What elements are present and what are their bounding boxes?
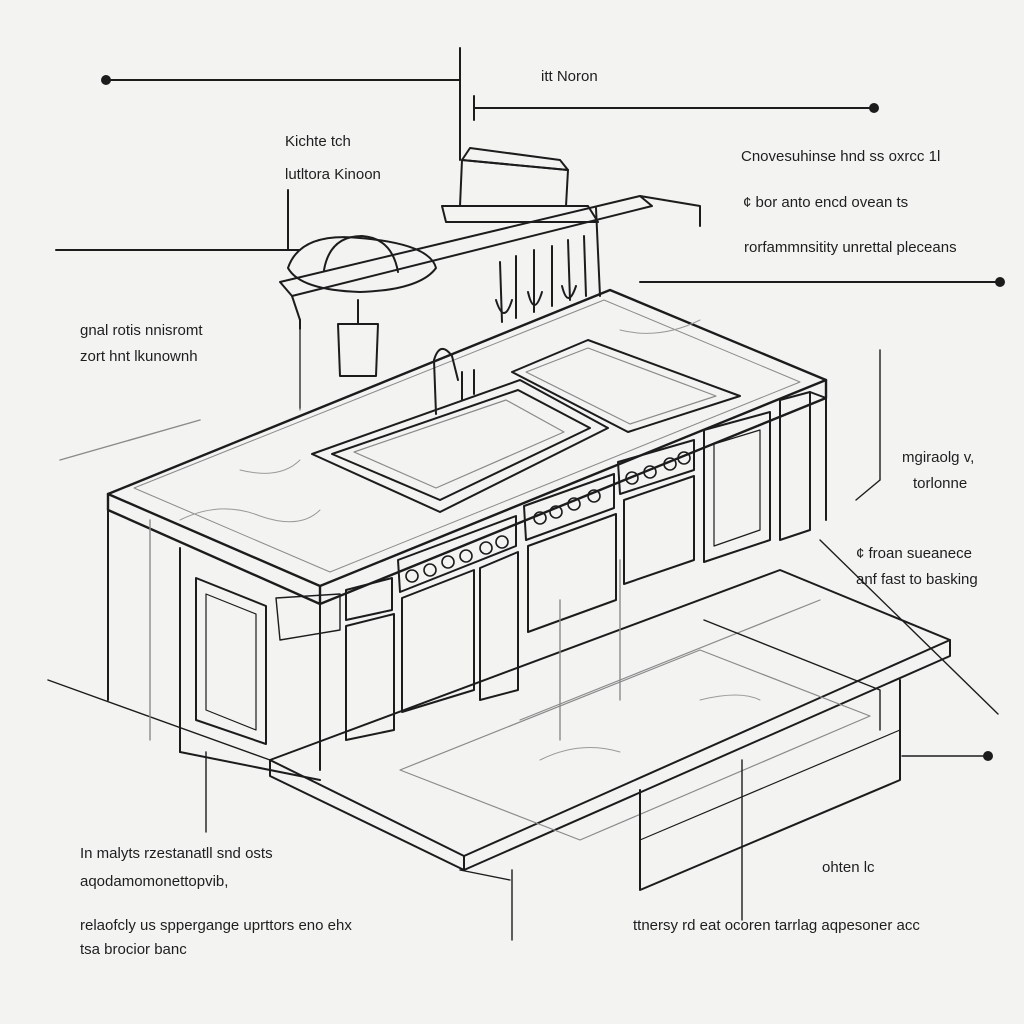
marble-veins	[179, 319, 761, 761]
label-mid-right-1: mgiraolg v,	[902, 449, 975, 466]
cabinet-front	[107, 391, 827, 781]
label-bottom-left-4: tsa brocior banc	[80, 941, 187, 958]
label-bottom-left-3: relaofcly us sppergange uprttors eno ehx	[80, 917, 352, 934]
faucet	[433, 348, 459, 415]
label-right-lower-2: anf fast to basking	[856, 571, 978, 588]
label-bottom-right-1: ohten lc	[822, 859, 875, 876]
label-top-left-1: Kichte tch	[285, 133, 351, 150]
label-top-right-1: Cnovesuhinse hnd ss oxrcc 1l	[741, 148, 941, 165]
label-bottom-left-2: aqodamomonettopvib,	[80, 873, 229, 890]
label-mid-right-2: torlonne	[913, 475, 968, 492]
label-bottom-right-2: ttnersy rd eat ocoren tarrlag aqpesoner …	[633, 917, 920, 934]
label-top-right-2: ¢ bor anto encd ovean ts	[743, 194, 909, 211]
construction-lines	[47, 329, 999, 941]
label-bottom-left-1: In malyts rzestanatll snd osts	[80, 845, 273, 862]
leader-dots	[101, 75, 1005, 761]
bowl	[287, 236, 437, 293]
jar	[337, 323, 379, 377]
lower-platform	[269, 569, 951, 891]
cooktop	[511, 339, 741, 433]
label-mid-left-1: gnal rotis nnisromt	[80, 322, 203, 339]
label-top-center: itt Noron	[541, 68, 598, 85]
pot	[459, 159, 569, 207]
hanging-utensils	[495, 235, 587, 323]
label-mid-left-2: zort hnt lkunownh	[80, 348, 198, 365]
sink	[311, 348, 609, 513]
label-right-lower-1: ¢ froan sueanece	[856, 545, 972, 562]
upper-shelf	[279, 147, 701, 409]
knobs	[405, 451, 691, 583]
leader-lines	[55, 47, 1001, 283]
label-top-left-2: lutltora Kinoon	[285, 166, 381, 183]
label-top-right-3: rorfammnsitity unrettal pleceans	[744, 239, 957, 256]
